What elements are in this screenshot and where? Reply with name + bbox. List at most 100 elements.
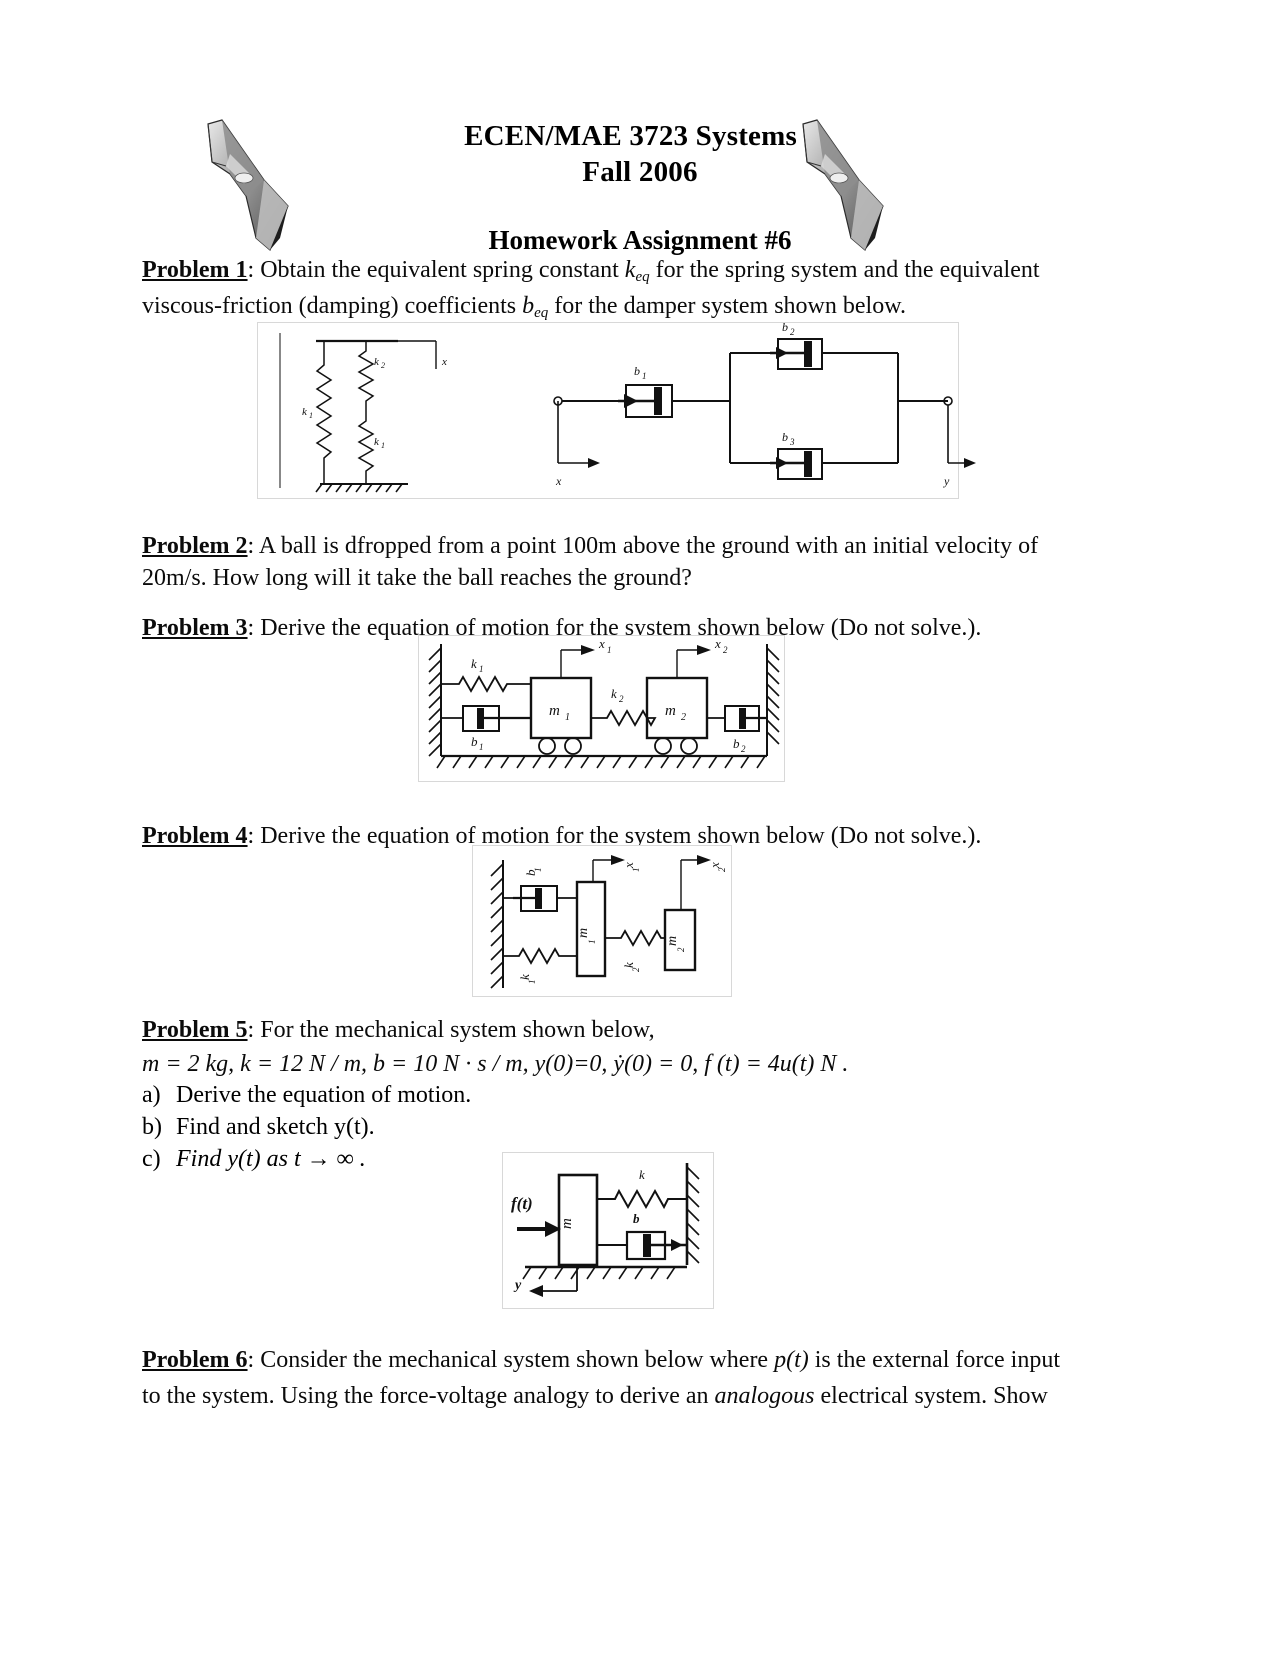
problem-1-line1a: : Obtain the equivalent spring constant bbox=[247, 257, 625, 283]
problem-5-line1: : For the mechanical system shown below, bbox=[247, 1017, 655, 1043]
problem-5-item-b-marker: b) bbox=[142, 1114, 162, 1140]
problem-3-label: Problem 3 bbox=[142, 615, 248, 641]
problem-6-emphasis: analogous bbox=[714, 1383, 815, 1409]
assignment-title: Homework Assignment #6 bbox=[488, 224, 792, 255]
svg-text:x: x bbox=[714, 636, 721, 651]
svg-text:m: m bbox=[665, 703, 676, 719]
problem-5-item-b: b) Find and sketch y(t). bbox=[142, 1112, 375, 1143]
svg-text:k: k bbox=[374, 356, 380, 368]
svg-text:1: 1 bbox=[479, 742, 484, 752]
stealth-bomber-image-right bbox=[795, 118, 905, 258]
problem-5-figure: m f(t) k b bbox=[502, 1152, 714, 1309]
svg-text:m: m bbox=[559, 1218, 575, 1229]
problem-6-label: Problem 6 bbox=[142, 1347, 248, 1373]
svg-text:2: 2 bbox=[741, 744, 746, 754]
problem-6-line2b: electrical system. Show bbox=[814, 1383, 1048, 1409]
svg-text:b: b bbox=[782, 320, 788, 334]
problem-1-symbol-k-sub: eq bbox=[635, 269, 650, 285]
svg-text:x: x bbox=[441, 356, 447, 368]
problem-1-symbol-b: b bbox=[522, 293, 535, 319]
svg-text:k: k bbox=[302, 406, 308, 418]
svg-text:3: 3 bbox=[789, 437, 795, 447]
problem-5-item-a: a) Derive the equation of motion. bbox=[142, 1080, 471, 1111]
problem-5-item-a-marker: a) bbox=[142, 1082, 161, 1108]
problem-2-text-line2: 20m/s. How long will it take the ball re… bbox=[142, 560, 1142, 596]
problem-5-text: Problem 5: For the mechanical system sho… bbox=[142, 1012, 1142, 1048]
svg-text:2: 2 bbox=[631, 967, 641, 972]
svg-text:k: k bbox=[517, 974, 532, 980]
course-title-line2: Fall 2006 bbox=[582, 156, 698, 189]
svg-text:1: 1 bbox=[587, 940, 597, 945]
problem-1-line1b: for the spring system and the equivalent bbox=[649, 257, 1040, 283]
problem-4-line1: : Derive the equation of motion for the … bbox=[247, 823, 982, 849]
page-header: ECEN/MAE 3723 Systems I Fall 2006 Homewo… bbox=[0, 118, 1280, 256]
svg-text:1: 1 bbox=[607, 645, 612, 655]
problem-4-label: Problem 4 bbox=[142, 823, 248, 849]
problem-2-line2: 20m/s. How long will it take the ball re… bbox=[142, 565, 692, 591]
problem-5-item-a-text: Derive the equation of motion. bbox=[176, 1082, 472, 1108]
svg-text:2: 2 bbox=[676, 947, 686, 952]
svg-text:b: b bbox=[471, 734, 478, 749]
problem-1-symbol-k: k bbox=[624, 257, 636, 283]
problem-5-given-values: m = 2 kg, k = 12 N / m, b = 10 N · s / m… bbox=[142, 1051, 849, 1077]
problem-6-text: Problem 6: Consider the mechanical syste… bbox=[142, 1342, 1152, 1378]
problem-3-figure: k 1 b 1 m 1 x 1 k 2 bbox=[418, 635, 785, 782]
problem-1-text: Problem 1: Obtain the equivalent spring … bbox=[142, 252, 1142, 295]
problem-2-line1: : A ball is dfropped from a point 100m a… bbox=[247, 533, 1039, 559]
svg-text:2: 2 bbox=[723, 645, 728, 655]
svg-text:1: 1 bbox=[309, 411, 313, 420]
problem-1-line2b: for the damper system shown below. bbox=[548, 293, 906, 319]
stealth-bomber-image-left bbox=[200, 118, 310, 258]
problem-5-label: Problem 5 bbox=[142, 1017, 248, 1043]
problem-1-label: Problem 1 bbox=[142, 257, 248, 283]
problem-5-item-c-text: Find y(t) as t → ∞ . bbox=[176, 1146, 366, 1172]
svg-text:k: k bbox=[374, 436, 380, 448]
problem-1-figure: k 1 k 2 k 1 x bbox=[257, 320, 976, 499]
svg-text:b: b bbox=[633, 1211, 640, 1226]
problem-5-item-c: c) Find y(t) as t → ∞ . bbox=[142, 1144, 366, 1175]
svg-text:2: 2 bbox=[681, 712, 686, 723]
svg-text:1: 1 bbox=[381, 441, 385, 450]
svg-text:m: m bbox=[576, 928, 591, 938]
svg-text:1: 1 bbox=[631, 868, 641, 873]
svg-text:k: k bbox=[639, 1167, 645, 1182]
svg-text:m: m bbox=[665, 936, 680, 946]
svg-text:f(t): f(t) bbox=[511, 1194, 533, 1213]
svg-text:x: x bbox=[598, 636, 605, 651]
svg-text:x: x bbox=[555, 474, 562, 488]
svg-text:1: 1 bbox=[527, 980, 537, 985]
svg-text:1: 1 bbox=[565, 712, 570, 723]
svg-text:1: 1 bbox=[533, 868, 543, 873]
svg-text:b: b bbox=[634, 364, 640, 378]
svg-text:y: y bbox=[513, 1278, 522, 1293]
svg-text:m: m bbox=[549, 703, 560, 719]
problem-6-line1b: is the external force input bbox=[808, 1347, 1060, 1373]
problem-2-text: Problem 2: A ball is dfropped from a poi… bbox=[142, 528, 1142, 564]
svg-text:x: x bbox=[621, 862, 636, 869]
problem-6-symbol-p: p(t) bbox=[774, 1347, 809, 1373]
svg-text:2: 2 bbox=[790, 327, 795, 337]
svg-text:k: k bbox=[611, 686, 617, 701]
problem-5-item-c-marker: c) bbox=[142, 1146, 161, 1172]
svg-text:2: 2 bbox=[717, 867, 727, 872]
problem-5-item-b-text: Find and sketch y(t). bbox=[176, 1114, 375, 1140]
problem-4-text: Problem 4: Derive the equation of motion… bbox=[142, 818, 1142, 854]
problem-6-text-line2: to the system. Using the force-voltage a… bbox=[142, 1378, 1152, 1414]
svg-text:k: k bbox=[471, 656, 477, 671]
svg-text:x: x bbox=[707, 862, 722, 869]
problem-4-figure: b 1 k 1 m 1 k 2 m 2 x 1 bbox=[472, 845, 732, 997]
svg-text:2: 2 bbox=[381, 361, 385, 370]
svg-text:1: 1 bbox=[479, 664, 484, 674]
svg-text:2: 2 bbox=[619, 694, 624, 704]
problem-6-line1a: : Consider the mechanical system shown b… bbox=[247, 1347, 775, 1373]
problem-2-label: Problem 2 bbox=[142, 533, 248, 559]
problem-6-line2a: to the system. Using the force-voltage a… bbox=[142, 1383, 715, 1409]
svg-text:b: b bbox=[733, 736, 740, 751]
svg-text:b: b bbox=[523, 869, 538, 876]
svg-text:1: 1 bbox=[642, 371, 647, 381]
problem-1-symbol-b-sub: eq bbox=[534, 305, 549, 321]
svg-text:b: b bbox=[782, 430, 788, 444]
course-title-line1: ECEN/MAE 3723 Systems I bbox=[464, 120, 816, 152]
svg-text:y: y bbox=[943, 474, 950, 488]
